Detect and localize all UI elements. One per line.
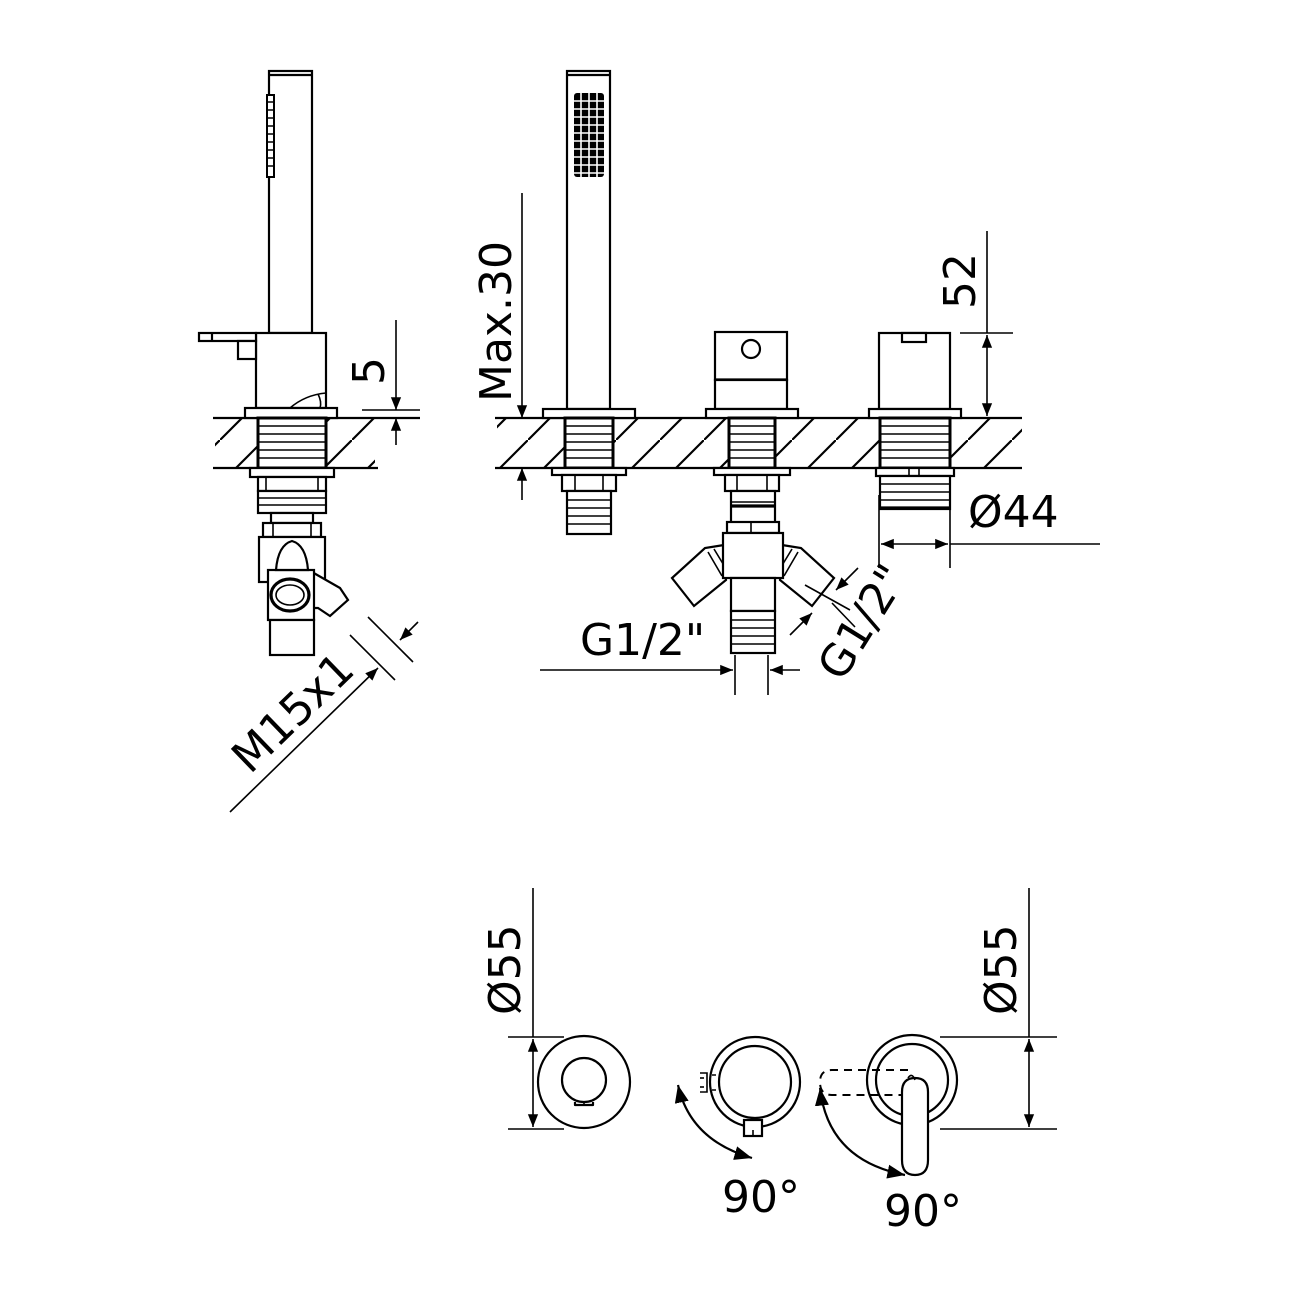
dim-right-rosette: Ø55: [940, 888, 1057, 1130]
side-angle-valve: [257, 521, 350, 657]
dim-spout-height-label: 52: [935, 253, 986, 309]
front-diverter: [670, 330, 836, 655]
dim-deck-thickness: Max.30: [471, 193, 528, 500]
rotation-right-label: 90°: [884, 1186, 962, 1237]
dim-thread: M15x1: [222, 616, 419, 813]
dim-left-rosette-label: Ø55: [480, 924, 531, 1015]
dim-inlet-bottom: G1/2": [540, 615, 800, 695]
rotation-middle: 90°: [674, 1084, 800, 1223]
front-hand-shower: [541, 69, 637, 536]
top-hand-shower-rosette: [536, 1034, 632, 1130]
dim-thread-label: M15x1: [222, 643, 364, 782]
front-valve-right: [867, 331, 963, 511]
top-lever-valve: [818, 1033, 959, 1177]
dim-deck-offset: 5: [344, 320, 420, 445]
rotation-middle-label: 90°: [722, 1172, 800, 1223]
side-threaded-shank: [248, 416, 336, 525]
spray-nozzles-side: [266, 94, 275, 178]
side-view: 5 M15x1: [197, 69, 420, 813]
rotation-right: 90°: [814, 1087, 962, 1237]
front-view: Max.30 52 Ø44 G1/2": [471, 69, 1100, 695]
top-view: Ø55 90° 90°: [480, 888, 1057, 1237]
dim-right-rosette-label: Ø55: [976, 924, 1027, 1015]
dim-deck-offset-label: 5: [344, 357, 395, 385]
dim-body-diameter: Ø44: [878, 487, 1100, 568]
dim-left-rosette: Ø55: [480, 888, 564, 1130]
dim-body-diameter-label: Ø44: [968, 487, 1059, 538]
dim-inlet-bottom-label: G1/2": [580, 615, 705, 666]
side-holder-body: [197, 331, 339, 420]
spray-nozzle-grid: [574, 93, 604, 177]
dim-spout-height: 52: [935, 231, 1013, 416]
top-diverter: [700, 1035, 802, 1138]
side-hand-shower: [266, 69, 314, 335]
dim-deck-thickness-label: Max.30: [471, 241, 522, 402]
